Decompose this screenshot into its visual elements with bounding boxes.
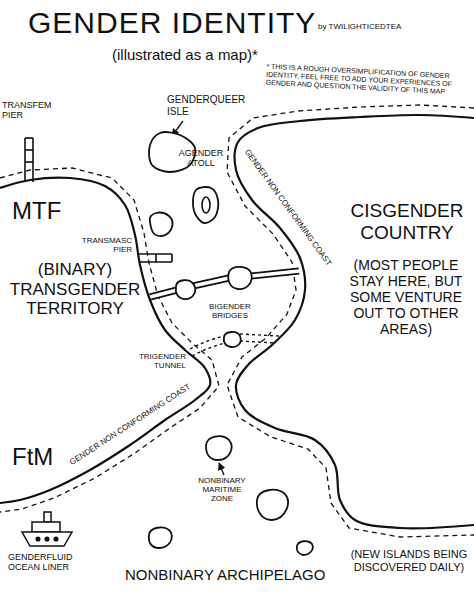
coastline (0, 178, 210, 503)
pier-name: TRANSMASC PIER (70, 236, 132, 254)
island-shape (150, 213, 173, 236)
coastline (235, 115, 474, 528)
island-shape (176, 280, 196, 299)
subtitle: (illustrated as a map)* (112, 46, 258, 63)
region-name: MTF (12, 197, 82, 225)
coast-dashed-line (227, 105, 474, 537)
island-shape (297, 541, 313, 555)
tunnel-name: TRIGENDER TUNNEL (126, 352, 186, 370)
pier-symbol (25, 138, 33, 182)
island: AGENDER ATOLL (172, 148, 230, 228)
bridge-symbol (150, 271, 299, 297)
island-shape (224, 332, 241, 347)
ship-name: GENDERFLUID OCEAN LINER (8, 552, 98, 573)
pier-name: TRANSFEM PIER (2, 100, 62, 121)
coast-dashed-line (0, 168, 219, 512)
region-name: (BINARY) TRANSGENDER TERRITORY (4, 260, 146, 319)
island-name: GENDERQUEER ISLE (167, 94, 255, 117)
ship-icon (22, 512, 72, 546)
island-shape (228, 267, 251, 289)
author-credit: by TWILIGHTICEDTEA (318, 22, 468, 31)
atoll-shape (193, 187, 218, 223)
land-region: MTF(BINARY) TRANSGENDER TERRITORYFtM (0, 175, 215, 515)
island-shape (206, 436, 232, 460)
pier-symbol (138, 254, 172, 262)
map-note: (NEW ISLANDS BEING DISCOVERED DAILY) (346, 548, 472, 573)
region-note: (MOST PEOPLE STAY HERE, BUT SOME VENTURE… (340, 257, 472, 337)
coast-name: GENDER NON CONFORMING COAST (56, 374, 204, 474)
island-name: AGENDER ATOLL (172, 148, 230, 169)
zone-name: NONBINARY MARITIME ZONE (192, 476, 252, 504)
coast-name: GENDER NON CONFORMING COAST (234, 136, 341, 279)
region-name: CISGENDER COUNTRY (343, 200, 471, 244)
atoll-lagoon (202, 197, 210, 213)
map-title: GENDER IDENTITY (28, 6, 316, 41)
leader-arrow (219, 463, 224, 475)
island-shape (257, 490, 288, 520)
bridge-name: BIGENDER BRIDGES (200, 302, 260, 320)
island-shape (149, 528, 172, 548)
footnote: * THIS IS A ROUGH OVERSIMPLIFICATION OF … (266, 63, 472, 98)
archipelago-name: NONBINARY ARCHIPELAGO (125, 566, 325, 583)
